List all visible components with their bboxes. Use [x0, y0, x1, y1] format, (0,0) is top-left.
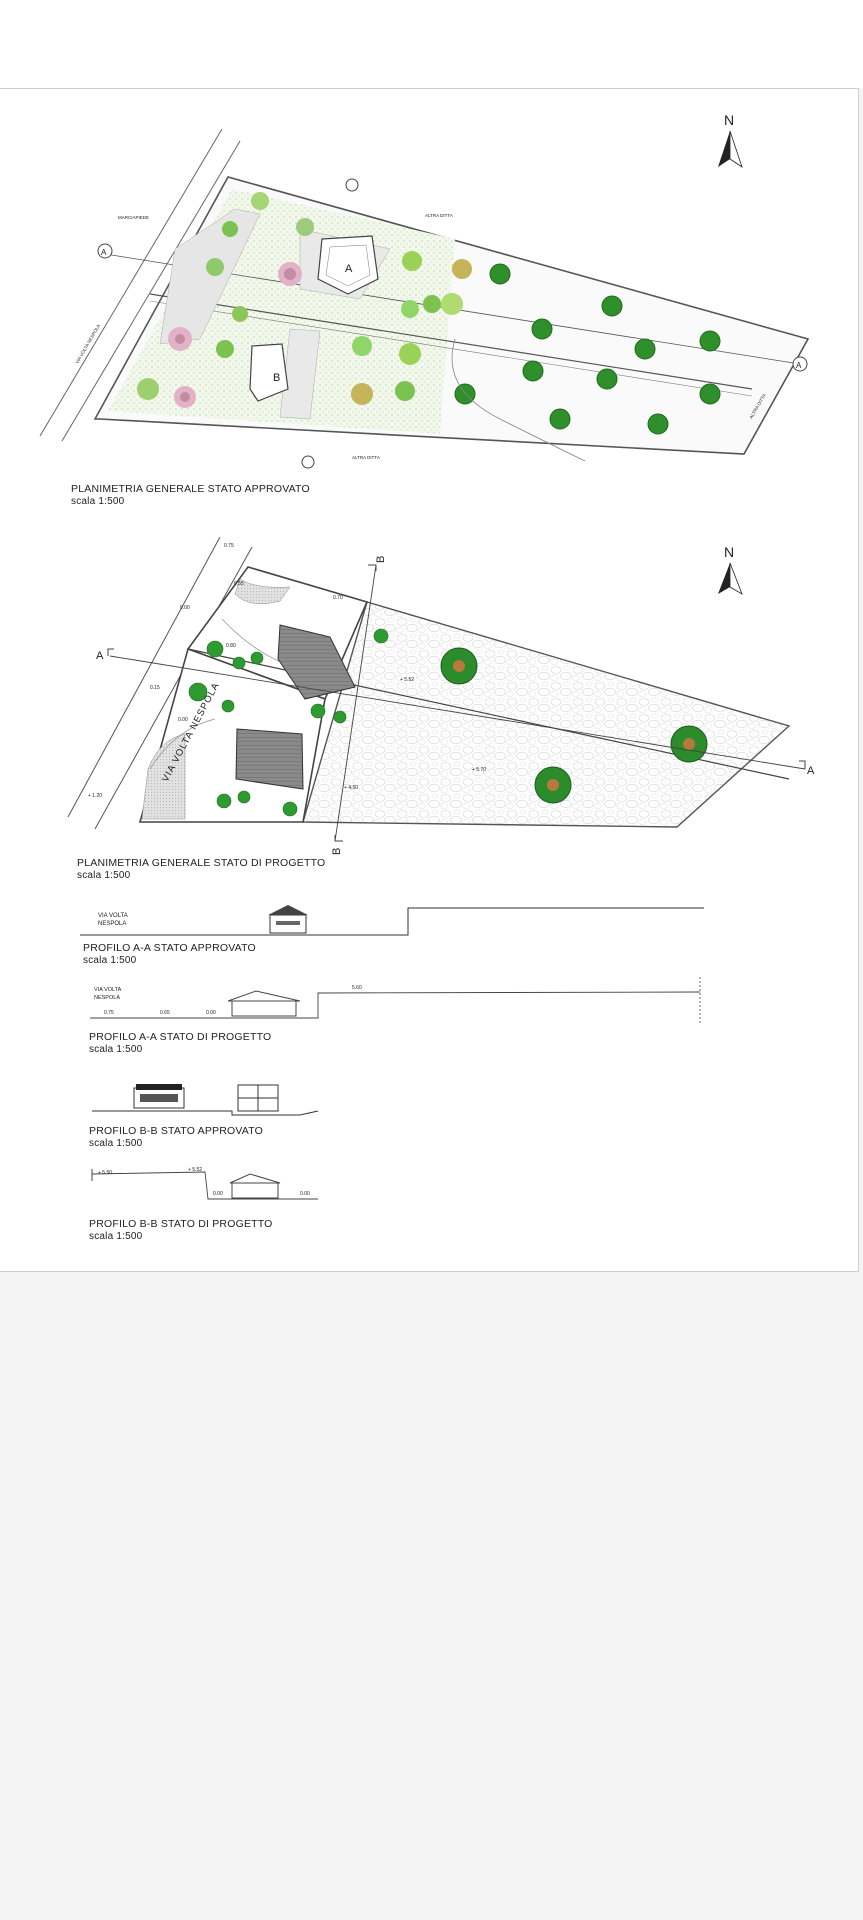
plan2-section-a-right: A [807, 765, 815, 777]
caption-plan-approved: PLANIMETRIA GENERALE STATO APPROVATO sca… [71, 483, 310, 508]
profile4-level-4: 0.00 [300, 1191, 310, 1197]
profile4-level-3: 0.00 [213, 1191, 223, 1197]
level-11: + 1.20 [88, 793, 102, 799]
plan2-section-a-left: A [96, 650, 104, 662]
level-9: + 4.50 [344, 785, 358, 791]
profile2-level-3: 0.00 [206, 1010, 216, 1016]
plan-approved: A B [39, 112, 810, 469]
level-2: 0.55 [234, 581, 244, 587]
plan2-section-b-bottom: B [331, 848, 343, 855]
label-altra-ditta-1: ALTRA DITTA [425, 213, 453, 218]
profile4-level-2: + 5.52 [188, 1167, 202, 1173]
plan2-shrubs [188, 628, 389, 817]
plan1-road-label: VIA VOLTA NESPOLA [75, 323, 102, 364]
level-10: 0.15 [150, 685, 160, 691]
caption-plan-project: PLANIMETRIA GENERALE STATO DI PROGETTO s… [77, 857, 325, 882]
plan-project: A A B B VIA VOLTA NESPOLA 0.75 0.55 0.80… [67, 536, 815, 855]
house-b-label: B [273, 372, 280, 384]
section-a-marker-left: A [101, 248, 107, 257]
caption-profile-bb-approved: PROFILO B-B STATO APPROVATO scala 1:500 [89, 1125, 263, 1150]
label-altra-ditta-2: ALTRA DITTA [352, 455, 380, 460]
caption-plan-project-scale: scala 1:500 [77, 869, 131, 881]
house-a-label: A [345, 263, 353, 275]
caption-profile-aa-approved-scale: scala 1:500 [83, 954, 137, 966]
profile2-road-label-2: NESPOLA [94, 995, 120, 1001]
level-8: 0.00 [178, 717, 188, 723]
caption-profile-aa-project: PROFILO A-A STATO DI PROGETTO scala 1:50… [89, 1031, 271, 1056]
drawing-sheet: A B [0, 88, 859, 1272]
profile-aa-approved: VIA VOLTA NESPOLA [80, 905, 704, 936]
plan2-trees [440, 647, 708, 804]
caption-profile-bb-approved-title: PROFILO B-B STATO APPROVATO [89, 1125, 264, 1137]
plan2-section-b-top: B [375, 556, 387, 563]
caption-profile-aa-approved-title: PROFILO A-A STATO APPROVATO [83, 942, 256, 954]
section-a-marker-right: A [796, 361, 802, 370]
plan1-shrubs [137, 192, 472, 408]
north-arrow-1: N [718, 112, 743, 168]
plan2-levels: 0.75 0.55 0.80 0.00 0.70 + 5.52 + 5.70 0… [88, 543, 486, 799]
profile1-road-label: VIA VOLTA [98, 913, 128, 919]
profile2-road-label: VIA VOLTA [94, 987, 122, 993]
level-6: + 5.52 [400, 677, 414, 683]
caption-profile-aa-approved: PROFILO A-A STATO APPROVATO scala 1:500 [83, 942, 256, 967]
level-3: 0.80 [226, 643, 236, 649]
label-marciapiede: MARCIAPIEDE [118, 215, 149, 220]
level-1: 0.75 [224, 543, 234, 549]
caption-profile-bb-project-title: PROFILO B-B STATO DI PROGETTO [89, 1218, 273, 1230]
north-arrow-2: N [718, 544, 743, 595]
caption-plan-approved-title: PLANIMETRIA GENERALE STATO APPROVATO [71, 483, 310, 495]
caption-plan-project-title: PLANIMETRIA GENERALE STATO DI PROGETTO [77, 857, 326, 869]
profile1-road-label-2: NESPOLA [98, 921, 126, 927]
caption-profile-aa-project-title: PROFILO A-A STATO DI PROGETTO [89, 1031, 272, 1043]
north-label-2: N [724, 544, 734, 560]
caption-profile-bb-project-scale: scala 1:500 [89, 1230, 143, 1242]
plan1-trees [454, 263, 721, 435]
level-4: 0.00 [180, 605, 190, 611]
profile-bb-approved [92, 1084, 319, 1116]
caption-profile-bb-approved-scale: scala 1:500 [89, 1137, 143, 1149]
profile2-level-2: 0.65 [160, 1010, 170, 1016]
profile2-level-1: 0.75 [104, 1010, 114, 1016]
caption-profile-bb-project: PROFILO B-B STATO DI PROGETTO scala 1:50… [89, 1218, 273, 1243]
north-label-1: N [724, 112, 734, 128]
profile4-level-1: + 5.50 [98, 1170, 112, 1176]
level-5: 0.70 [333, 595, 343, 601]
caption-plan-approved-scale: scala 1:500 [71, 495, 125, 507]
profile2-level-4: 5.60 [352, 985, 362, 991]
profile-aa-project: VIA VOLTA NESPOLA 0.75 0.65 0.00 5.60 [90, 977, 701, 1025]
level-7: + 5.70 [472, 767, 486, 773]
profile-bb-project: + 5.50 + 5.52 0.00 0.00 [91, 1167, 318, 1200]
drawing-canvas: A B [39, 112, 815, 1200]
caption-profile-aa-project-scale: scala 1:500 [89, 1043, 143, 1055]
top-whitespace [0, 0, 863, 88]
